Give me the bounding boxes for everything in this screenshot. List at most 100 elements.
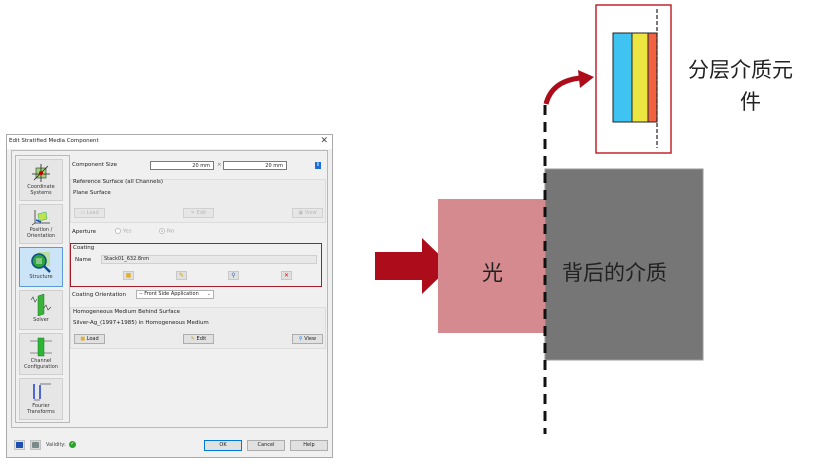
reference-surface-title: Reference Surface (all Channels) xyxy=(73,179,164,185)
curved-arrow-icon xyxy=(543,75,581,105)
sidebar-label: Position / xyxy=(29,227,53,233)
catalog-button[interactable] xyxy=(30,440,41,450)
aperture-no-radio: No xyxy=(159,228,174,235)
sidebar-label: Structure xyxy=(29,274,53,280)
component-size-label: Component Size xyxy=(72,162,117,168)
dialog-titlebar: Edit Stratified Media Component ✕ xyxy=(7,135,332,149)
reference-edit-button: ✎ Edit xyxy=(183,208,214,218)
button-label: Load xyxy=(86,210,99,216)
aperture-label: Aperture xyxy=(72,229,97,235)
stratified-component-highlight xyxy=(595,4,672,154)
sidebar-item-coordinate-systems[interactable]: Coordinate Systems xyxy=(19,159,63,201)
stratified-component-label-line2: 件 xyxy=(740,90,761,114)
validity-check-icon: ✓ xyxy=(69,441,76,448)
radio-label: No xyxy=(166,228,175,235)
fourier-transforms-icon xyxy=(33,383,51,401)
layer-red xyxy=(647,32,658,123)
coating-edit-button[interactable]: ✎ xyxy=(176,271,187,280)
medium-behind-box xyxy=(544,168,704,361)
pencil-icon: ✎ xyxy=(190,336,197,342)
dialog-body: Coordinate Systems Position / Orientatio… xyxy=(11,150,328,428)
close-icon[interactable]: ✕ xyxy=(320,136,328,146)
medium-view-button[interactable]: ⚲ View xyxy=(292,334,323,344)
sidebar-item-structure[interactable]: Structure xyxy=(19,247,63,287)
select-value: -- Front Side Application xyxy=(139,291,199,297)
sidebar-label: Transforms xyxy=(27,409,55,415)
magnifier-icon: ⚲ xyxy=(298,336,305,342)
reference-load-button: ▭ Load xyxy=(74,208,105,218)
info-icon[interactable]: i xyxy=(315,162,321,169)
coating-view-button[interactable]: ⚲ xyxy=(228,271,239,280)
coating-remove-button[interactable]: ✕ xyxy=(281,271,292,280)
aperture-yes-radio: Yes xyxy=(115,228,132,235)
sidebar-item-channel-configuration[interactable]: Channel Configuration xyxy=(19,333,63,375)
sidebar-label: Coordinate xyxy=(27,184,55,190)
reference-surface-group: Reference Surface (all Channels) Plane S… xyxy=(70,179,326,223)
radio-label: Yes xyxy=(122,228,132,235)
coating-orientation-select[interactable]: -- Front Side Application ⌄ xyxy=(136,290,214,299)
chevron-down-icon: ⌄ xyxy=(206,291,211,297)
reference-view-button: ▣ View xyxy=(292,208,323,218)
sidebar-label: Solver xyxy=(33,317,49,323)
folder-icon: ▭ xyxy=(80,210,87,216)
coating-group: Coating Name Stack01_632.8nm ■ ✎ ⚲ ✕ xyxy=(70,243,322,287)
button-label: View xyxy=(304,210,317,216)
reference-surface-value: Plane Surface xyxy=(73,190,111,196)
magnifier-icon: ⚲ xyxy=(231,272,236,279)
solver-icon xyxy=(30,294,52,316)
edit-stratified-media-dialog: Edit Stratified Media Component ✕ Coordi… xyxy=(6,134,333,458)
homogeneous-medium-group: Homogeneous Medium Behind Surface Silver… xyxy=(70,307,326,349)
sidebar-label: Orientation xyxy=(26,233,56,239)
radio-checked-icon xyxy=(159,228,165,234)
button-label: Edit xyxy=(196,336,207,342)
sidebar-label: Systems xyxy=(30,190,52,196)
dialog-title: Edit Stratified Media Component xyxy=(9,138,99,144)
button-label: Load xyxy=(86,336,99,342)
button-label: View xyxy=(304,336,317,342)
layer-yellow xyxy=(631,32,649,123)
stratified-component-label-line1: 分层介质元 xyxy=(688,58,793,82)
save-button[interactable] xyxy=(14,440,25,450)
delete-icon: ✕ xyxy=(283,272,290,279)
component-height-input[interactable]: 20 mm xyxy=(223,161,287,170)
sidebar-item-solver[interactable]: Solver xyxy=(19,290,63,330)
channel-configuration-icon xyxy=(30,337,52,357)
sidebar: Coordinate Systems Position / Orientatio… xyxy=(15,155,70,423)
catalog-icon xyxy=(32,442,39,448)
coating-name-field[interactable]: Stack01_632.8nm xyxy=(101,255,317,264)
structure-icon xyxy=(31,252,51,273)
homogeneous-medium-title: Homogeneous Medium Behind Surface xyxy=(73,309,181,315)
position-orientation-icon xyxy=(31,210,50,226)
pencil-icon: ✎ xyxy=(190,210,197,216)
size-separator: × xyxy=(217,162,222,168)
cancel-button[interactable]: Cancel xyxy=(247,440,285,451)
button-label: Edit xyxy=(196,210,207,216)
medium-edit-button[interactable]: ✎ Edit xyxy=(183,334,214,344)
homogeneous-medium-value: Silver-Ag_(1997+1985) in Homogeneous Med… xyxy=(73,320,209,326)
coating-title: Coating xyxy=(73,245,95,251)
ok-button[interactable]: OK xyxy=(204,440,242,451)
light-label: 光 xyxy=(482,261,503,285)
sidebar-label: Channel xyxy=(30,358,52,364)
help-button[interactable]: Help xyxy=(290,440,328,451)
light-box xyxy=(438,199,545,333)
coating-orientation-label: Coating Orientation xyxy=(72,292,127,298)
medium-load-button[interactable]: ■ Load xyxy=(74,334,105,344)
folder-icon: ■ xyxy=(125,272,132,279)
save-icon xyxy=(16,442,23,448)
layer-blue xyxy=(612,32,633,123)
medium-behind-label: 背后的介质 xyxy=(562,261,667,285)
sidebar-label: Fourier xyxy=(32,403,50,409)
coating-load-button[interactable]: ■ xyxy=(123,271,134,280)
radio-unchecked-icon xyxy=(115,228,121,234)
component-width-input[interactable]: 20 mm xyxy=(150,161,214,170)
coordinate-systems-icon xyxy=(32,164,50,182)
pencil-icon: ✎ xyxy=(178,272,185,279)
folder-icon: ■ xyxy=(80,336,87,342)
sidebar-item-position-orientation[interactable]: Position / Orientation xyxy=(19,204,63,244)
validity-label: Validity: xyxy=(46,442,66,448)
curved-arrowhead-icon xyxy=(578,70,594,88)
light-arrow-icon xyxy=(375,238,451,294)
sidebar-item-fourier-transforms[interactable]: Fourier Transforms xyxy=(19,378,63,420)
